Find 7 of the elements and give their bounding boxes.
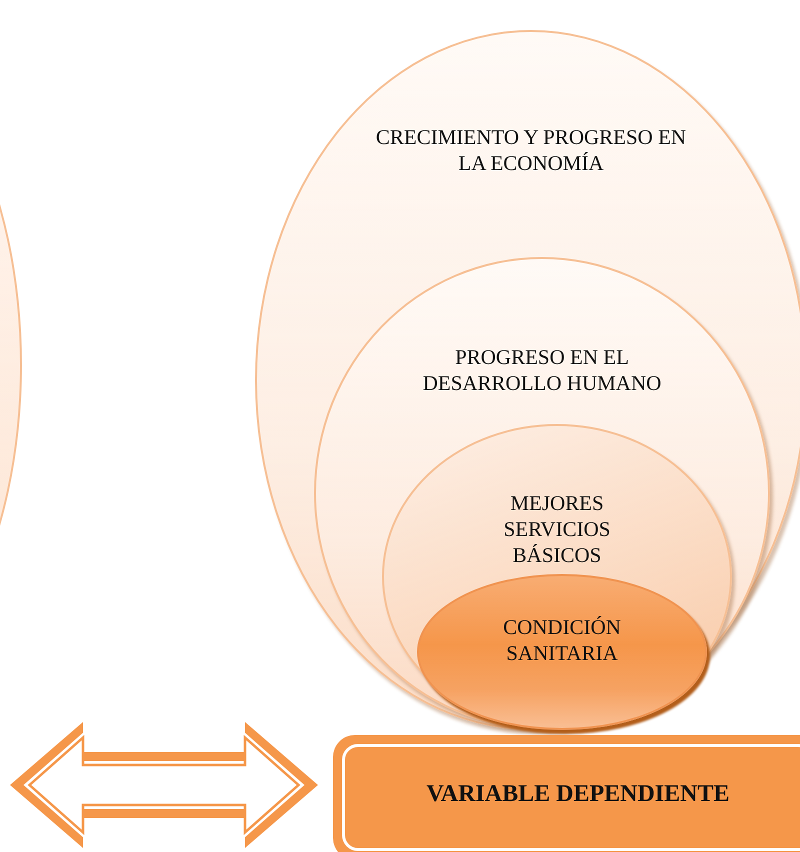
ellipse-label: CONDICIÓN SANITARIA bbox=[502, 614, 622, 666]
ellipse-label: PROGRESO EN EL DESARROLLO HUMANO bbox=[422, 344, 662, 396]
variable-box bbox=[333, 735, 800, 852]
ellipse-label: CRECIMIENTO Y PROGRESO EN LA ECONOMÍA bbox=[374, 124, 688, 176]
double-arrow bbox=[10, 722, 318, 848]
ellipse-label: MEJORES SERVICIOS BÁSICOS bbox=[502, 490, 612, 568]
box-label: VARIABLE DEPENDIENTE bbox=[426, 780, 730, 806]
